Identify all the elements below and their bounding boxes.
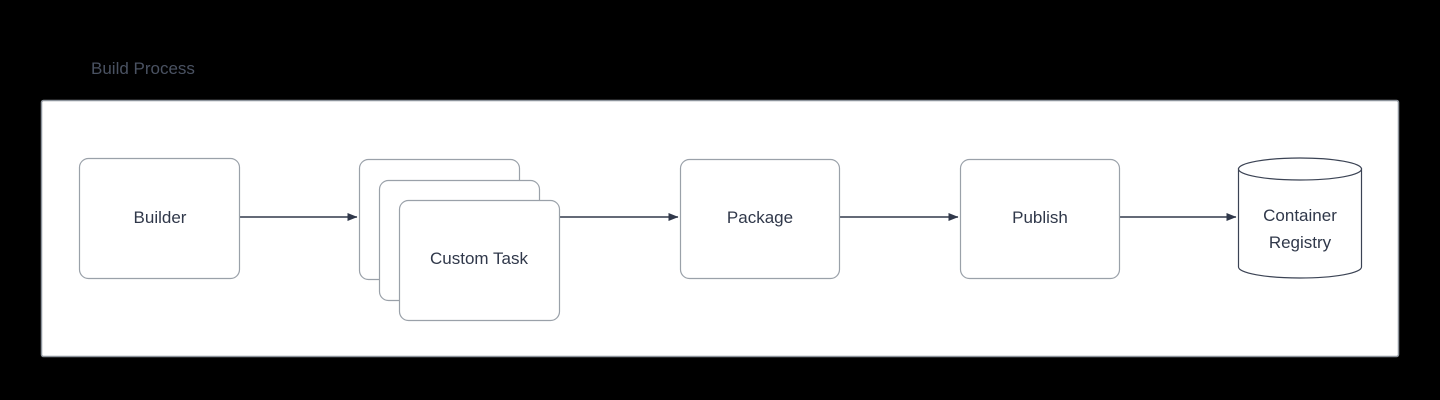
node-package-label: Package	[727, 208, 793, 227]
node-container-registry-label-line2: Registry	[1269, 233, 1332, 252]
node-builder-shape[interactable]	[78, 157, 241, 280]
group-title: Build Process	[91, 59, 195, 78]
node-package[interactable]: Package	[679, 158, 841, 280]
node-container-registry-top-ellipse	[1237, 157, 1363, 181]
node-package-shape[interactable]	[679, 158, 841, 280]
node-custom-task-shape-front[interactable]	[398, 199, 561, 322]
node-container-registry-label-line1: Container	[1263, 206, 1337, 225]
node-builder-label: Builder	[134, 208, 187, 227]
node-custom-task[interactable]: Custom Task	[358, 158, 561, 322]
node-publish-label: Publish	[1012, 208, 1068, 227]
node-publish[interactable]: Publish	[959, 158, 1121, 280]
node-builder[interactable]: Builder	[78, 157, 241, 280]
node-container-registry-shape[interactable]	[1237, 168, 1363, 279]
node-custom-task-label: Custom Task	[430, 249, 528, 268]
node-container-registry[interactable]: Container Registry	[1237, 157, 1363, 279]
node-publish-shape[interactable]	[959, 158, 1121, 280]
